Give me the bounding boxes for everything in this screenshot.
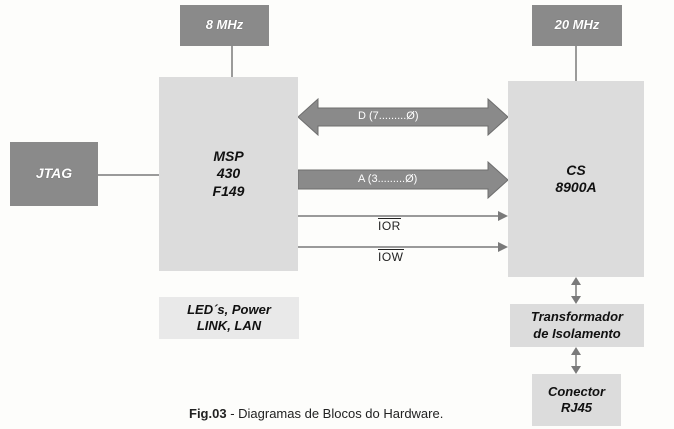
cs-transformer-arrow-down [571, 296, 581, 304]
ior-arrowhead [498, 211, 508, 221]
connector-label-line2: RJ45 [560, 400, 593, 415]
cs-transformer-arrow-up [571, 277, 581, 285]
transformer-block: Transformador de Isolamento [510, 304, 644, 347]
address-bus-label: A (3.........Ø) [358, 173, 418, 185]
cs8900a-block: CS 8900A [508, 81, 644, 277]
figure-caption: Fig.03 - Diagramas de Blocos do Hardware… [189, 406, 443, 421]
connector-rj45-block: Conector RJ45 [532, 374, 621, 426]
figure-caption-text: - Diagramas de Blocos do Hardware. [226, 406, 444, 421]
iow-arrowhead [498, 242, 508, 252]
ior-label: IOR [378, 218, 401, 233]
msp430-label-line2: 430 [216, 165, 241, 182]
iow-label: IOW [378, 249, 404, 264]
clock-20mhz-label: 20 MHz [554, 17, 600, 33]
connector-label-line1: Conector [547, 383, 606, 399]
clock-8mhz-label: 8 MHz [205, 17, 244, 33]
leds-label-line1: LED´s, Power [187, 301, 271, 317]
msp430-label-line3: F149 [212, 182, 245, 199]
address-bus-arrow [297, 160, 509, 200]
iow-label-text: IOW [378, 249, 404, 264]
ior-label-text: IOR [378, 218, 401, 233]
figure-number: Fig.03 [189, 406, 227, 421]
data-bus-label: D (7.........Ø) [358, 110, 419, 122]
jtag-block: JTAG [10, 142, 98, 206]
transformer-connector-arrow-up [571, 347, 581, 355]
msp430-label-line1: MSP [213, 147, 244, 164]
msp430-block: MSP 430 F149 [159, 77, 298, 271]
leds-block: LED´s, Power LINK, LAN [159, 297, 299, 339]
transformer-label-line1: Transformador [530, 309, 624, 325]
clock-20mhz-block: 20 MHz [532, 5, 622, 46]
jtag-label: JTAG [35, 165, 73, 182]
leds-label-line2: LINK, LAN [196, 318, 262, 333]
clock-8mhz-block: 8 MHz [180, 5, 269, 46]
cs8900a-label-line2: 8900A [555, 179, 597, 195]
transformer-connector-arrow-down [571, 366, 581, 374]
transformer-label-line2: de Isolamento [533, 325, 621, 341]
cs8900a-label-line1: CS [566, 161, 586, 178]
